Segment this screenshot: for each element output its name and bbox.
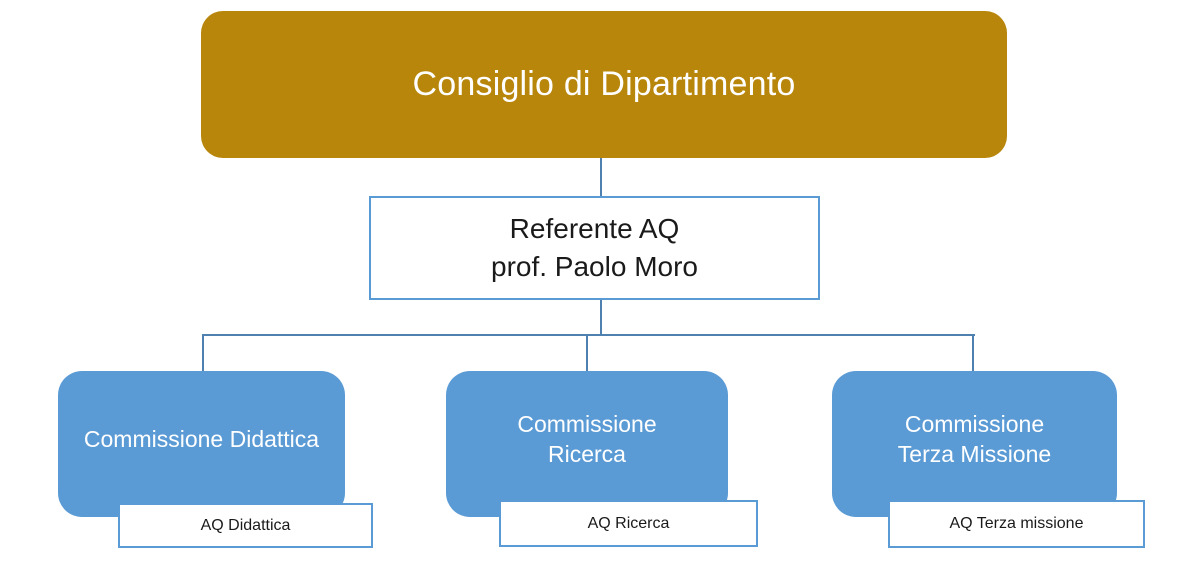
- referente-name-label: prof. Paolo Moro: [491, 251, 698, 282]
- connector-drop-didattica: [202, 335, 204, 372]
- connector-referente-to-bus: [600, 300, 602, 335]
- node-commissione-terza-missione: Commissione Terza Missione: [832, 371, 1117, 517]
- aq-ricerca-label: AQ Ricerca: [587, 514, 670, 532]
- commissione-terza-missione-label-line2: Terza Missione: [897, 441, 1052, 467]
- node-aq-ricerca: AQ Ricerca: [499, 500, 758, 547]
- node-commissione-didattica: Commissione Didattica: [58, 371, 345, 517]
- aq-terza-missione-label: AQ Terza missione: [949, 515, 1084, 532]
- connector-drop-ricerca: [586, 335, 588, 372]
- node-referente-aq: Referente AQ prof. Paolo Moro: [369, 196, 820, 300]
- commissione-terza-missione-label-line1: Commissione: [904, 411, 1045, 437]
- consiglio-di-dipartimento-label: Consiglio di Dipartimento: [412, 65, 796, 103]
- connector-root-to-referente: [600, 158, 602, 197]
- commissione-didattica-label-line1: Commissione Didattica: [83, 426, 320, 452]
- node-consiglio-di-dipartimento: Consiglio di Dipartimento: [201, 11, 1007, 158]
- commissione-ricerca-label-line2: Ricerca: [548, 441, 626, 467]
- node-aq-didattica: AQ Didattica: [118, 503, 373, 548]
- node-commissione-ricerca: Commissione Ricerca: [446, 371, 728, 517]
- node-aq-terza-missione: AQ Terza missione: [888, 500, 1145, 548]
- referente-role-label: Referente AQ: [509, 213, 680, 244]
- connector-horizontal-bus: [202, 334, 975, 336]
- commissione-ricerca-label-line1: Commissione: [517, 411, 657, 437]
- aq-didattica-label: AQ Didattica: [200, 516, 291, 534]
- connector-drop-terza-missione: [972, 335, 974, 372]
